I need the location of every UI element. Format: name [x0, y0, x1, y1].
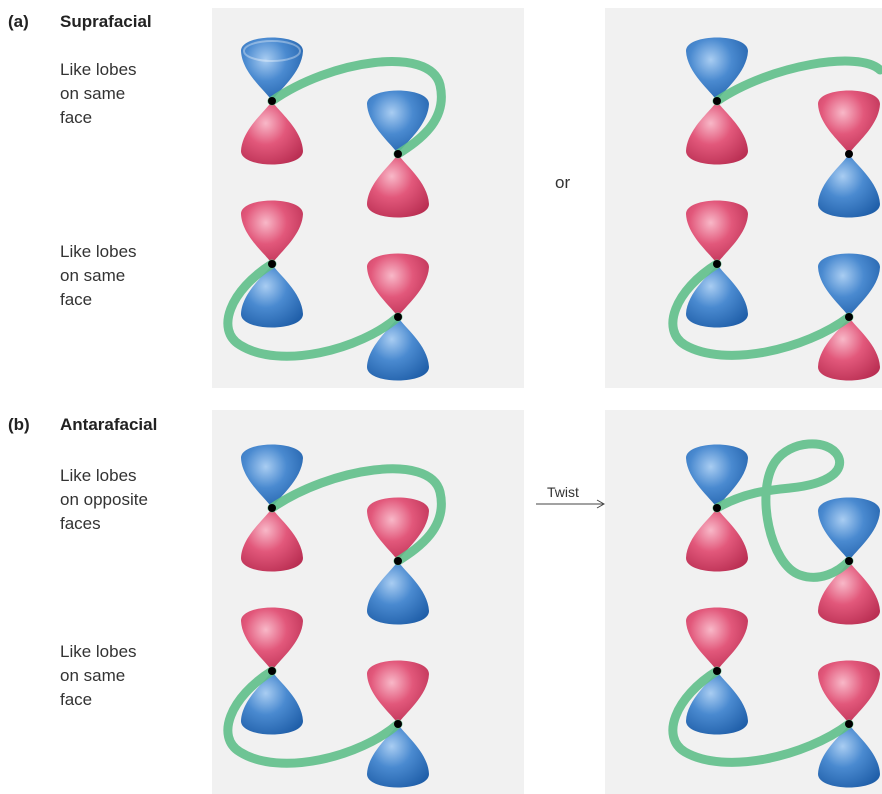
- panel-a-top-label: Like lobes on same face: [60, 58, 210, 130]
- label-line: face: [60, 290, 93, 309]
- twist-arrow: [536, 499, 606, 509]
- node-dot: [268, 667, 276, 675]
- panel-a-bottom-label: Like lobes on same face: [60, 240, 210, 312]
- node-dot: [713, 260, 721, 268]
- overlap-ribbon: [267, 57, 446, 159]
- node-dot: [268, 97, 276, 105]
- node-dot: [268, 260, 276, 268]
- overlap-ribbon: [267, 464, 446, 566]
- label-line: Like lobes: [60, 466, 137, 485]
- label-line: Like lobes: [60, 60, 137, 79]
- node-dot: [268, 504, 276, 512]
- node-dot: [845, 720, 853, 728]
- panel-a-title: Suprafacial: [60, 12, 152, 31]
- node-dot: [845, 557, 853, 565]
- overlap-ribbon: [712, 56, 882, 106]
- node-dot: [394, 150, 402, 158]
- node-dot: [713, 504, 721, 512]
- overlap-ribbon: [668, 259, 854, 360]
- or-connector: or: [555, 173, 571, 192]
- label-line: Like lobes: [60, 242, 137, 261]
- panel-a-letter: (a): [8, 12, 29, 31]
- panel-b-title: Antarafacial: [60, 415, 158, 434]
- overlap-ribbon: [668, 666, 854, 767]
- panel-b-bottom-label: Like lobes on same face: [60, 640, 210, 712]
- label-line: on same: [60, 666, 126, 685]
- overlap-ribbon: [223, 259, 403, 361]
- label-line: on same: [60, 266, 126, 285]
- label-line: Like lobes: [60, 642, 137, 661]
- panel-b-top-label: Like lobes on opposite faces: [60, 464, 210, 536]
- label-line: faces: [60, 514, 101, 533]
- panel-b-letter: (b): [8, 415, 30, 434]
- orbital-p-a1: [241, 37, 303, 165]
- label-line: face: [60, 108, 93, 127]
- node-dot: [394, 557, 402, 565]
- overlap-ribbon: [223, 666, 403, 768]
- node-dot: [845, 150, 853, 158]
- twist-label: Twist: [547, 484, 579, 500]
- twisted-ribbon: [712, 439, 854, 582]
- label-line: on same: [60, 84, 126, 103]
- label-line: on opposite: [60, 490, 148, 509]
- nodes: [268, 97, 853, 728]
- node-dot: [845, 313, 853, 321]
- label-line: face: [60, 690, 93, 709]
- node-dot: [394, 720, 402, 728]
- node-dot: [713, 667, 721, 675]
- node-dot: [713, 97, 721, 105]
- node-dot: [394, 313, 402, 321]
